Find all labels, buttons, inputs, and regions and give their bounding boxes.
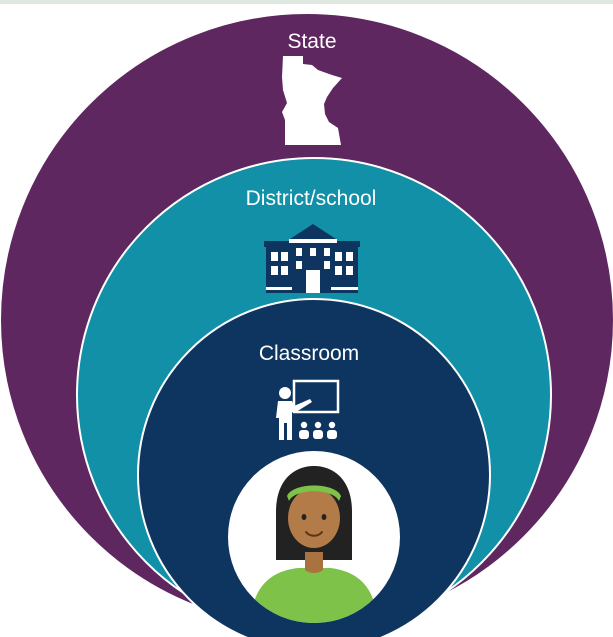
student-girl-icon: [250, 466, 378, 623]
state-label: State: [287, 30, 336, 53]
district-school-label: District/school: [246, 187, 377, 210]
minnesota-state-icon: [282, 56, 342, 145]
teacher-classroom-icon: [276, 379, 340, 440]
school-building-icon: [264, 224, 360, 293]
top-strip: [0, 0, 613, 4]
classroom-label: Classroom: [259, 342, 359, 365]
